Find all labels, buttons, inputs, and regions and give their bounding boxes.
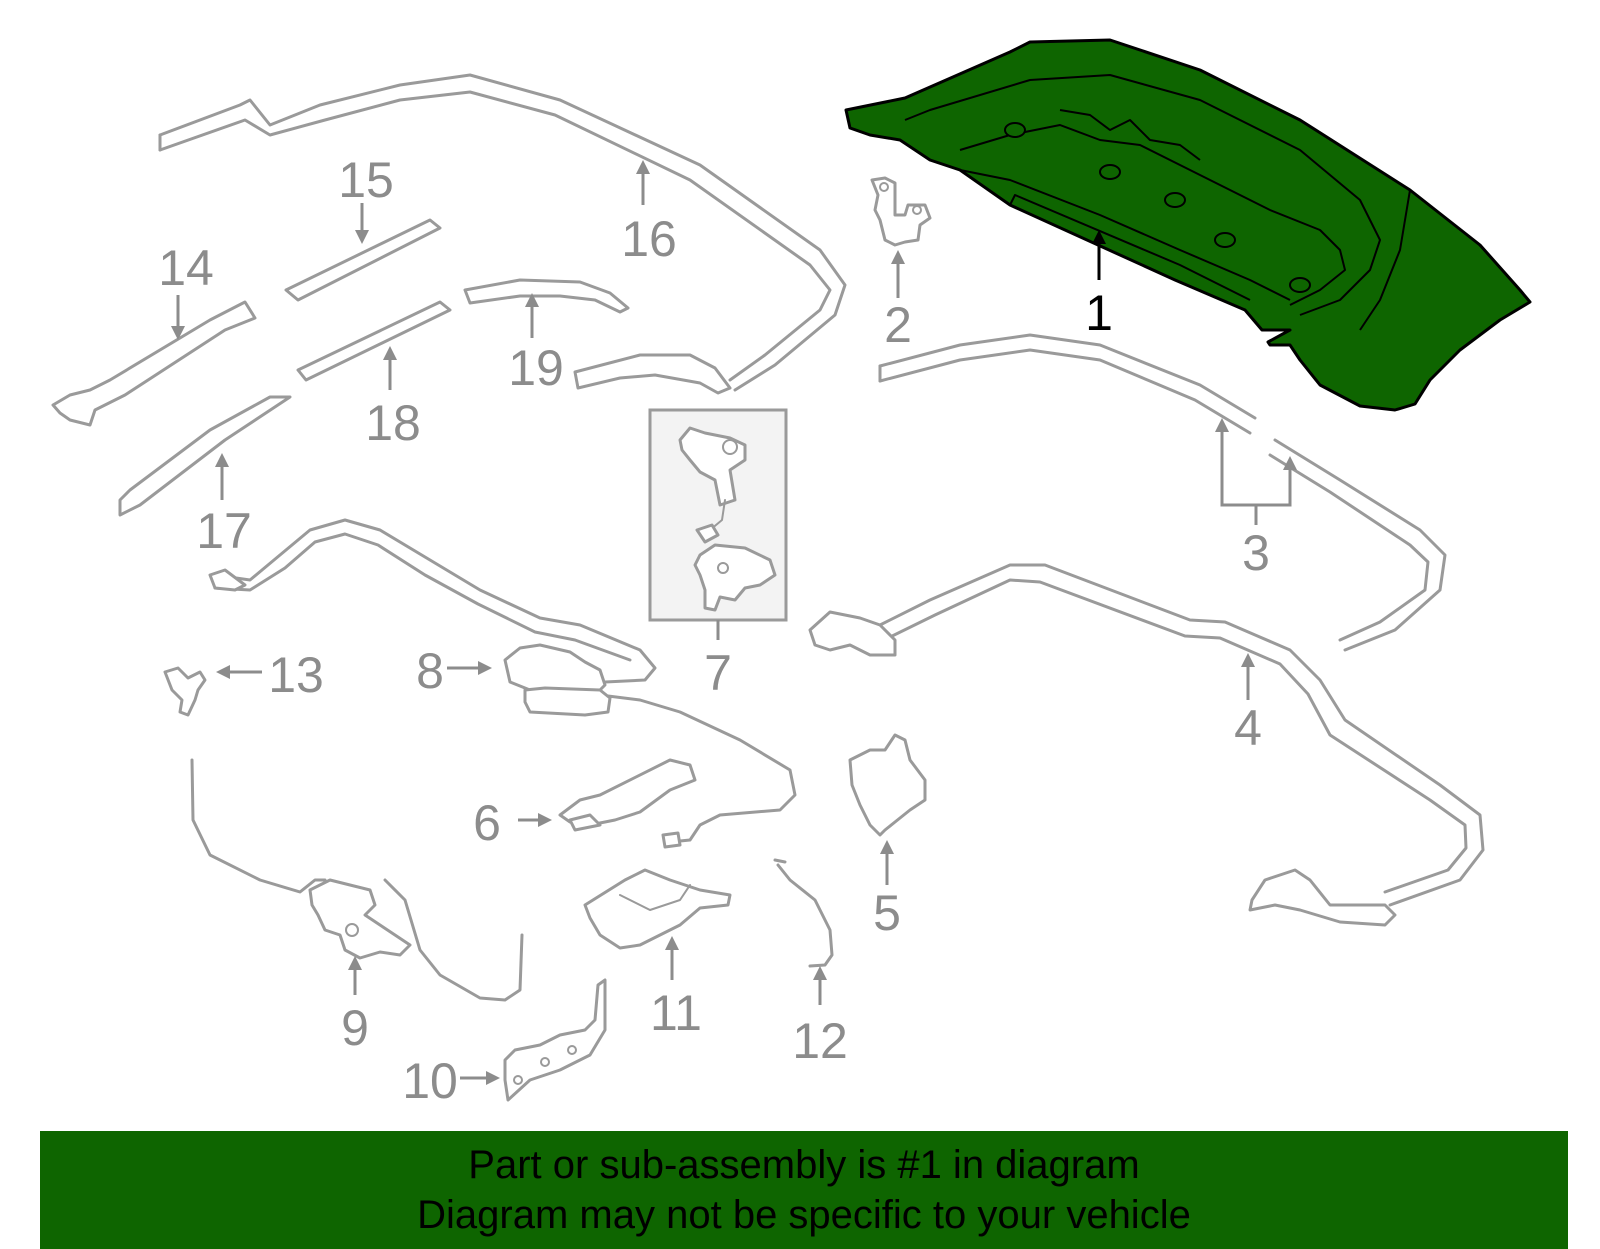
svg-text:12: 12 xyxy=(792,1013,848,1069)
part-5-bracket[interactable] xyxy=(848,733,927,837)
part-19-seal[interactable] xyxy=(463,278,732,395)
svg-text:17: 17 xyxy=(196,503,252,559)
callout-18: 18 xyxy=(365,346,421,451)
part-2-bracket[interactable] xyxy=(870,176,932,247)
svg-text:8: 8 xyxy=(416,643,444,699)
svg-text:1: 1 xyxy=(1085,285,1113,341)
callout-7: 7 xyxy=(704,620,732,701)
svg-text:7: 7 xyxy=(704,645,732,701)
part-6-module[interactable] xyxy=(558,758,697,832)
banner-line-2: Diagram may not be specific to your vehi… xyxy=(417,1193,1191,1237)
svg-text:2: 2 xyxy=(884,297,912,353)
part-15-strip[interactable] xyxy=(284,218,442,302)
svg-text:10: 10 xyxy=(402,1053,458,1109)
callout-11: 11 xyxy=(650,936,702,1041)
callout-3: 3 xyxy=(1215,418,1297,581)
callout-1: 1 xyxy=(1085,230,1113,341)
part-14-rail[interactable] xyxy=(51,300,257,427)
part-18-strip[interactable] xyxy=(296,300,452,382)
svg-text:9: 9 xyxy=(341,1000,369,1056)
callout-14: 14 xyxy=(158,240,214,340)
callout-4: 4 xyxy=(1234,653,1262,756)
part-3-seal[interactable] xyxy=(878,333,1447,652)
callout-12: 12 xyxy=(792,966,848,1069)
callout-17: 17 xyxy=(196,453,252,559)
part-1-tonneau-cover[interactable] xyxy=(844,38,1532,412)
part-9-latch[interactable] xyxy=(190,758,524,1002)
callout-10: 10 xyxy=(402,1053,500,1109)
callout-16: 16 xyxy=(621,160,677,267)
svg-text:5: 5 xyxy=(873,885,901,941)
svg-text:11: 11 xyxy=(650,985,702,1041)
callout-19: 19 xyxy=(508,293,564,396)
callout-6: 6 xyxy=(473,795,552,851)
part-12-cable[interactable] xyxy=(773,858,834,968)
part-7-assembly[interactable] xyxy=(648,408,788,622)
part-10-bracket[interactable] xyxy=(503,978,607,1102)
svg-text:15: 15 xyxy=(338,152,394,208)
svg-text:3: 3 xyxy=(1242,525,1270,581)
svg-text:6: 6 xyxy=(473,795,501,851)
svg-text:4: 4 xyxy=(1234,700,1262,756)
callout-9: 9 xyxy=(341,956,369,1056)
svg-text:18: 18 xyxy=(365,395,421,451)
svg-text:19: 19 xyxy=(508,340,564,396)
part-11-plate[interactable] xyxy=(583,868,732,950)
svg-text:13: 13 xyxy=(268,647,324,703)
svg-text:16: 16 xyxy=(621,211,677,267)
part-4-frame[interactable] xyxy=(808,563,1485,927)
callout-8: 8 xyxy=(416,643,492,699)
callout-15: 15 xyxy=(338,152,394,244)
svg-text:14: 14 xyxy=(158,240,214,296)
callout-2: 2 xyxy=(884,250,912,353)
part-16-seal[interactable] xyxy=(158,73,847,392)
part-17-rail[interactable] xyxy=(118,395,292,517)
part-13-bracket[interactable] xyxy=(163,666,207,717)
info-banner: Part or sub-assembly is #1 in diagram Di… xyxy=(40,1131,1568,1249)
part-8-pump[interactable] xyxy=(208,518,797,849)
callout-5: 5 xyxy=(873,840,901,941)
callout-13: 13 xyxy=(216,647,324,703)
banner-line-1: Part or sub-assembly is #1 in diagram xyxy=(468,1143,1140,1187)
